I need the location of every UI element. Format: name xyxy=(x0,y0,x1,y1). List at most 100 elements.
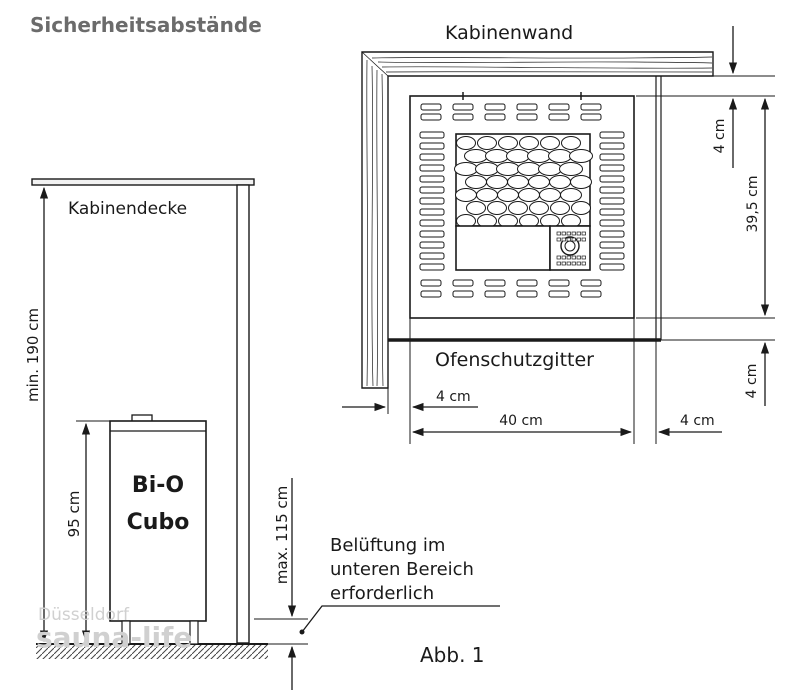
vent-slot xyxy=(516,113,538,121)
cabin-wall-label: Kabinenwand xyxy=(445,22,573,44)
control-button xyxy=(581,261,586,266)
water-tank xyxy=(455,225,551,271)
vent-slot xyxy=(599,175,625,183)
vent-slot xyxy=(599,131,625,139)
control-buttons xyxy=(556,231,586,266)
stone xyxy=(485,149,509,163)
stone xyxy=(529,201,549,215)
control-button xyxy=(576,237,581,242)
stone xyxy=(571,201,591,215)
control-button xyxy=(556,237,561,242)
stone xyxy=(477,136,497,150)
control-button xyxy=(571,255,576,260)
side-view: Kabinendecke min. 190 cm Bi-O Cubo 95 cm… xyxy=(24,178,500,690)
depth-label: 39,5 cm xyxy=(745,176,761,233)
stone xyxy=(476,188,498,202)
vent-slot xyxy=(580,279,602,287)
control-button xyxy=(561,231,566,236)
stone xyxy=(466,201,486,215)
watermark-line2: sauna-life xyxy=(36,621,192,654)
stone xyxy=(550,201,570,215)
vent-slot xyxy=(419,131,445,139)
vent-slot xyxy=(452,103,474,111)
vent-slot xyxy=(580,103,602,111)
stone xyxy=(548,149,572,163)
stone xyxy=(456,136,476,150)
vent-slot xyxy=(419,219,445,227)
heater-foot-right xyxy=(189,620,199,645)
heater-height-label: 95 cm xyxy=(65,491,83,538)
ventilation-note-line1: Belüftung im xyxy=(330,535,445,556)
oven-guard-label: Ofenschutzgitter xyxy=(435,349,594,371)
vent-slot xyxy=(599,230,625,238)
diagram-title: Sicherheitsabstände xyxy=(30,13,262,37)
control-button xyxy=(571,237,576,242)
stone xyxy=(464,149,488,163)
stone xyxy=(508,201,528,215)
control-button xyxy=(556,255,561,260)
vent-slot xyxy=(420,279,442,287)
stone xyxy=(560,188,582,202)
vent-slot xyxy=(484,290,506,298)
stone xyxy=(487,201,507,215)
vent-slot xyxy=(599,241,625,249)
watermark-line1: Düsseldorf xyxy=(38,605,130,625)
vent-slot xyxy=(516,279,538,287)
control-button xyxy=(556,261,561,266)
top-view: Kabinenwand Ofenschutzgitter 4 cm xyxy=(342,22,775,444)
control-button xyxy=(571,231,576,236)
ventilation-note-line2: unteren Bereich xyxy=(330,559,474,580)
width-label: 40 cm xyxy=(499,413,543,429)
vent-slot xyxy=(580,290,602,298)
stone xyxy=(519,136,539,150)
heater-foot-left xyxy=(121,620,131,645)
stone xyxy=(497,188,519,202)
control-button xyxy=(556,231,561,236)
vent-slot xyxy=(599,164,625,172)
stone xyxy=(465,175,487,189)
stone xyxy=(561,136,581,150)
heater-side: Bi-O Cubo xyxy=(109,414,207,645)
control-button xyxy=(576,261,581,266)
heater-body xyxy=(109,420,207,622)
control-button xyxy=(566,237,571,242)
ventilation-note-line3: erforderlich xyxy=(330,583,434,604)
max-height-label: max. 115 cm xyxy=(273,486,291,584)
heater-name-line2: Cubo xyxy=(127,510,190,535)
control-button xyxy=(561,255,566,260)
stone xyxy=(539,188,561,202)
stone xyxy=(455,188,477,202)
control-button xyxy=(561,261,566,266)
stone xyxy=(475,162,499,176)
vent-slot xyxy=(484,113,506,121)
vent-slot xyxy=(419,241,445,249)
vent-slot xyxy=(420,113,442,121)
stone xyxy=(454,162,478,176)
vent-slot xyxy=(419,252,445,260)
min-height-label: min. 190 cm xyxy=(24,308,42,402)
heater-name-line1: Bi-O xyxy=(132,473,184,498)
control-button xyxy=(576,255,581,260)
control-button xyxy=(566,255,571,260)
vent-slot xyxy=(452,290,474,298)
vent-slots xyxy=(419,103,625,298)
stone xyxy=(486,175,508,189)
vent-slot xyxy=(419,142,445,150)
control-button xyxy=(561,237,566,242)
vent-slot xyxy=(516,103,538,111)
control-button xyxy=(566,261,571,266)
stone xyxy=(518,188,540,202)
vent-slot xyxy=(599,219,625,227)
vent-slot xyxy=(420,103,442,111)
vent-slot xyxy=(419,153,445,161)
control-button xyxy=(566,231,571,236)
vent-slot xyxy=(599,197,625,205)
vent-slot xyxy=(548,113,570,121)
vent-slot xyxy=(419,263,445,271)
vent-slot xyxy=(484,103,506,111)
vent-slot xyxy=(580,113,602,121)
control-button xyxy=(581,237,586,242)
vent-slot xyxy=(419,175,445,183)
vent-slot xyxy=(599,153,625,161)
